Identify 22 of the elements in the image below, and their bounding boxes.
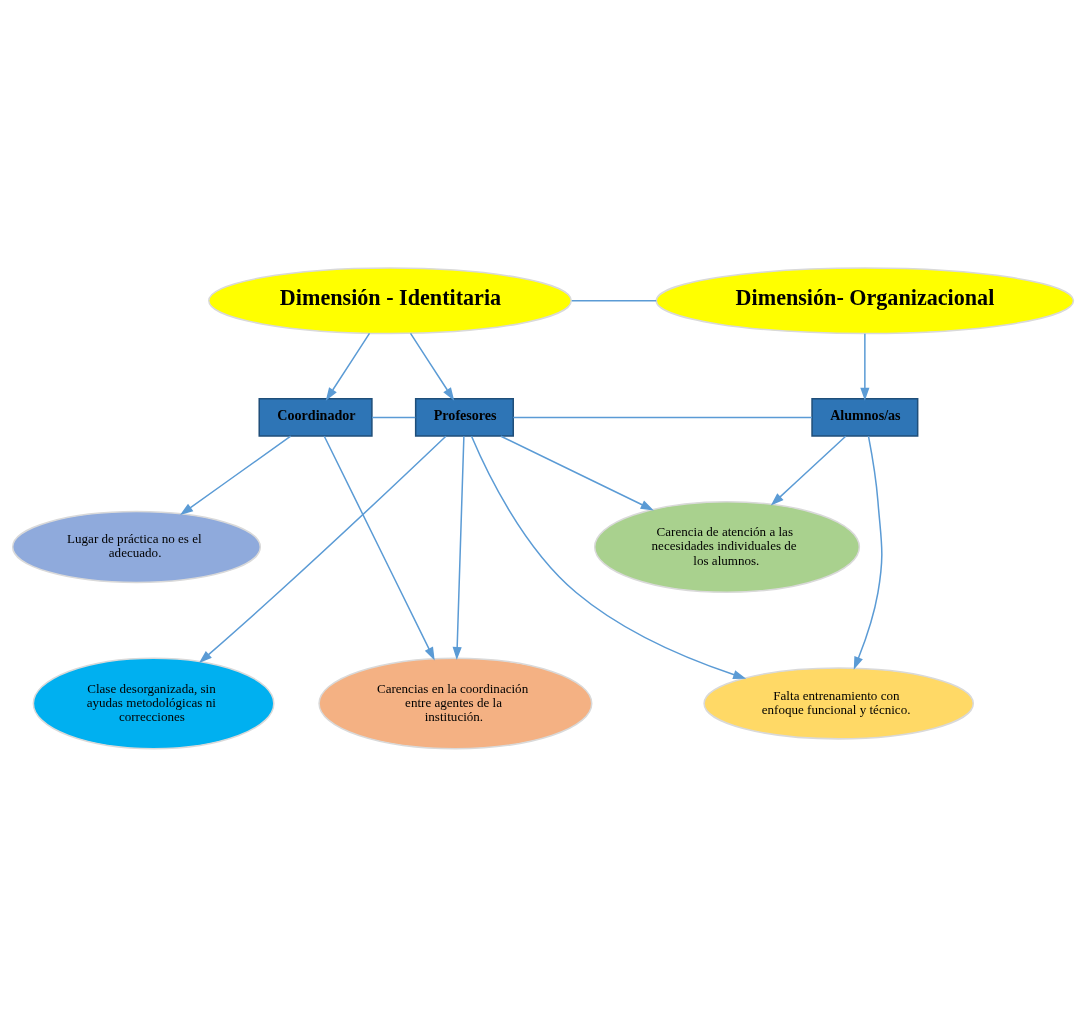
arrow [770, 434, 847, 506]
node-ellipse: Dimensión- Organizacional [655, 266, 1075, 334]
node-ellipse: Dimensión - Identitaria [208, 266, 572, 334]
arrow [860, 332, 870, 401]
arrow [853, 434, 883, 670]
node-ellipse: Lugar de práctica no es el adecuado. [11, 510, 262, 583]
arrow [323, 435, 435, 660]
arrow [452, 435, 465, 660]
node-ellipse: Carencias en la coordinación entre agentes de la institución. [318, 656, 593, 749]
arrow [198, 434, 447, 663]
connector [512, 416, 813, 418]
arrow [409, 332, 455, 401]
connector [371, 416, 417, 418]
node-box: Alumnos/as [811, 397, 919, 437]
arrow [500, 434, 654, 510]
connector [571, 299, 657, 301]
node-ellipse: Clase desorganizada, sin ayudas metodológicas ni correcciones [32, 656, 275, 749]
node-box: Profesores [414, 397, 514, 437]
arrow [470, 435, 747, 679]
node-box: Coordinador [258, 397, 373, 437]
arrow [180, 434, 292, 515]
arrow [325, 332, 371, 401]
